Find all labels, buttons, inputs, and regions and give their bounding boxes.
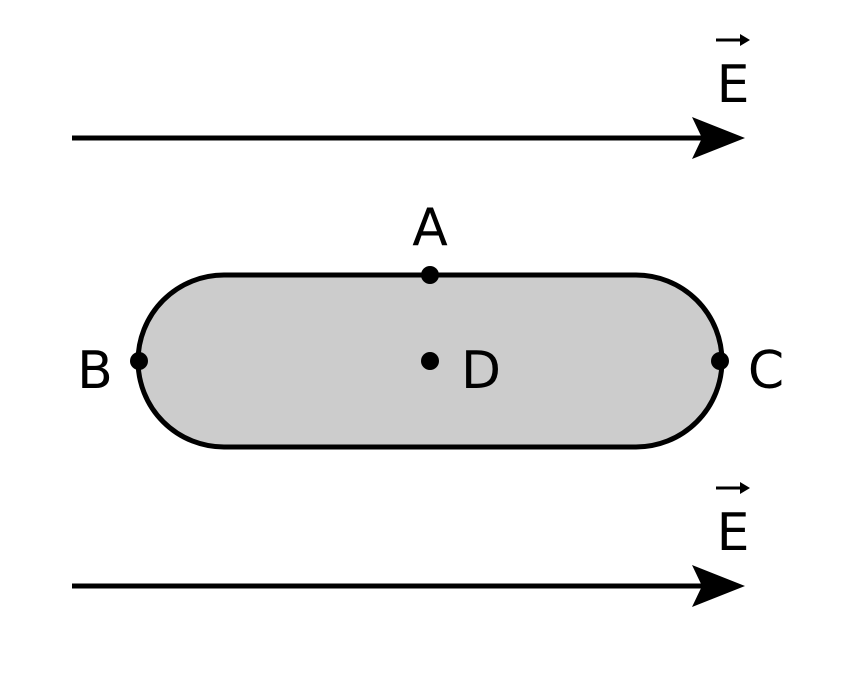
top-field-label: E bbox=[716, 34, 750, 115]
bottom-field-label: E bbox=[716, 482, 750, 563]
bottom-field-vector-arrow-icon bbox=[716, 482, 750, 494]
top-field-vector-arrow-icon bbox=[716, 34, 750, 46]
bottom-field-arrowhead-icon bbox=[692, 565, 745, 607]
point-a-label: A bbox=[412, 198, 448, 258]
point-c-label: C bbox=[748, 341, 784, 401]
point-d-dot bbox=[421, 352, 439, 370]
point-b-label: B bbox=[77, 341, 113, 401]
top-field-label-text: E bbox=[717, 55, 750, 115]
point-a-dot bbox=[421, 266, 439, 284]
point-c-dot bbox=[711, 352, 729, 370]
point-b-dot bbox=[130, 352, 148, 370]
point-d-label: D bbox=[461, 341, 501, 401]
top-field-arrowhead-icon bbox=[692, 117, 745, 159]
top-field-line bbox=[72, 117, 745, 159]
bottom-field-label-text: E bbox=[717, 503, 750, 563]
bottom-field-line bbox=[72, 565, 745, 607]
